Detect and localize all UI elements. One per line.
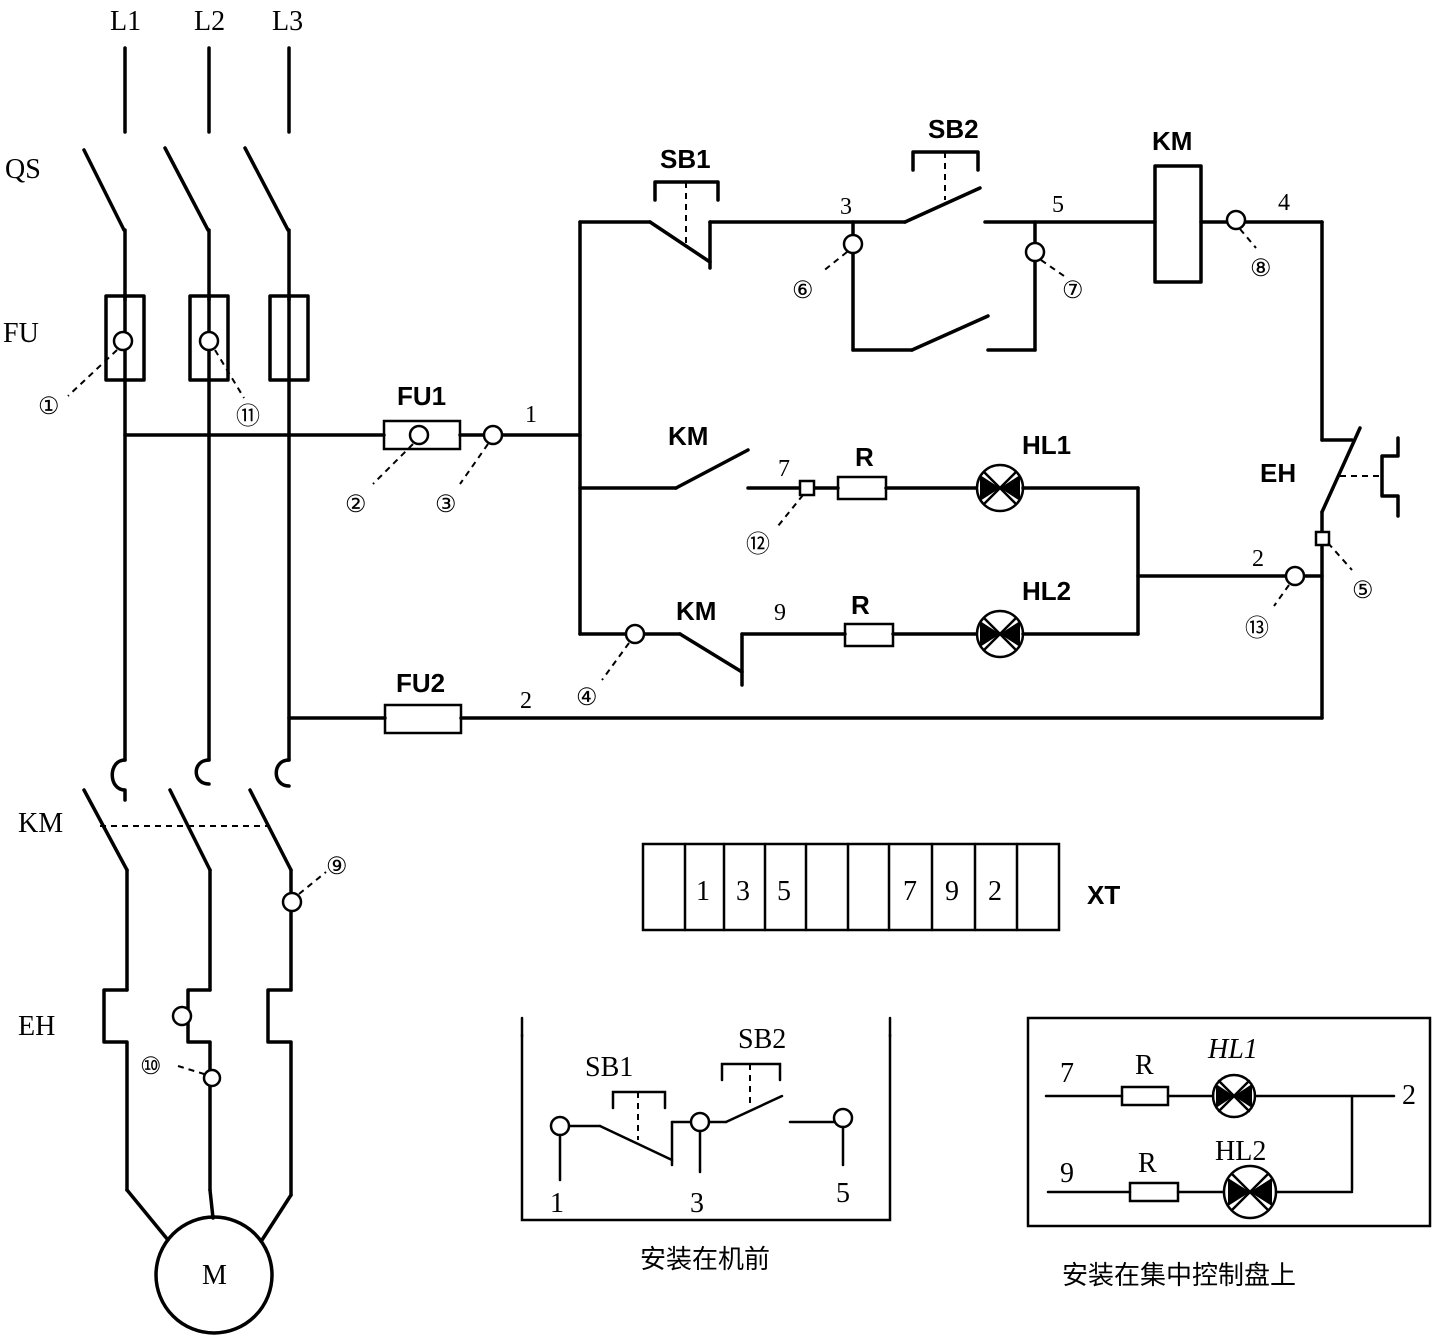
qs-blade-1 — [82, 148, 126, 232]
xt-cell-6: 7 — [903, 876, 917, 907]
fault-markers: ① ⑪ ② ③ ④ ⑤ ⑥ ⑦ ⑧ ⑨ ⑩ ⑫ — [38, 209, 1374, 1088]
km-hold-contact — [910, 314, 990, 352]
eh-control-label: EH — [1260, 458, 1296, 488]
km-no-aux-label: KM — [668, 421, 708, 451]
xt-cell-8: 2 — [988, 876, 1002, 907]
fault-marker-6: ⑥ — [792, 278, 814, 304]
panel-front-caption: 安装在机前 — [640, 1245, 770, 1275]
km-main-hook-2 — [194, 758, 211, 786]
panel-central-lamp-hl2 — [1222, 1164, 1278, 1220]
km-main-blade-3 — [248, 788, 293, 872]
km-coil-label: KM — [1152, 126, 1192, 156]
sb1-label: SB1 — [660, 144, 711, 174]
km-nc-aux-contact — [678, 632, 744, 674]
panel-central: 7 R HL1 2 9 R HL2 安装在集中控制盘上 — [1026, 1016, 1432, 1291]
km-main-hook-1 — [110, 758, 127, 802]
qs-blade-2 — [163, 146, 210, 232]
km-nc-aux-label: KM — [676, 596, 716, 626]
wire-number-9: 9 — [774, 600, 786, 626]
panel-front-terminal-5: 5 — [836, 1178, 850, 1209]
r1-label: R — [855, 442, 874, 472]
wire-number-1: 1 — [525, 402, 537, 428]
terminal-strip-xt: 1 3 5 7 9 2 XT — [641, 842, 1120, 932]
main-circuit: L1 L2 L3 QS FU KM — [3, 6, 310, 1335]
resistor-r1 — [836, 475, 888, 501]
eh-main-label: EH — [18, 1011, 55, 1042]
wire-number-3: 3 — [840, 194, 852, 220]
motor — [154, 1215, 274, 1335]
wire-number-2a: 2 — [1252, 546, 1264, 572]
xt-label: XT — [1087, 880, 1120, 910]
fault-marker-12: ⑫ — [746, 531, 770, 558]
xt-cell-3: 5 — [777, 876, 791, 907]
sb2-label: SB2 — [928, 114, 979, 144]
qs-blade-3 — [243, 146, 290, 232]
xt-cell-7: 9 — [945, 876, 959, 907]
wire-number-7: 7 — [778, 456, 790, 482]
panel-front-terminal-1: 1 — [550, 1188, 564, 1219]
wire-number-4: 4 — [1278, 190, 1290, 216]
xt-cell-2: 3 — [736, 876, 750, 907]
panel-central-r1-label: R — [1135, 1050, 1154, 1081]
fuse-fu2 — [383, 703, 463, 735]
fu1-label: FU1 — [397, 381, 446, 411]
line-l2-label: L2 — [194, 6, 225, 37]
fault-marker-5: ⑤ — [1352, 578, 1374, 604]
km-main-blade-2 — [168, 788, 212, 872]
wire-number-5: 5 — [1052, 192, 1064, 218]
km-coil — [1153, 164, 1203, 284]
panel-central-lamp-hl1 — [1211, 1073, 1257, 1119]
panel-central-hl1-label: HL1 — [1207, 1034, 1258, 1065]
lamp-hl2 — [975, 609, 1025, 659]
panel-central-r2-label: R — [1138, 1148, 1157, 1179]
km-main-blade-1 — [82, 788, 129, 872]
fault-marker-7: ⑦ — [1062, 278, 1084, 304]
line-l1-label: L1 — [110, 6, 141, 37]
xt-cell-1: 1 — [696, 876, 710, 907]
sb1-contact — [648, 220, 712, 264]
panel-front-terminal-3: 3 — [690, 1188, 704, 1219]
sb2-contact — [903, 186, 982, 224]
fault-marker-1: ① — [38, 394, 60, 420]
eh-element-2 — [186, 988, 212, 1192]
fu-label: FU — [3, 318, 39, 349]
r2-label: R — [851, 590, 870, 620]
eh-element-1 — [102, 988, 129, 1192]
panel-central-terminal-7: 7 — [1060, 1058, 1074, 1089]
line-l3-label: L3 — [272, 6, 303, 37]
panel-front: SB1 SB2 1 3 5 安装在机前 — [520, 1016, 892, 1275]
fault-marker-8: ⑧ — [1250, 256, 1272, 282]
motor-label: M — [202, 1260, 227, 1291]
fault-marker-10: ⑩ — [140, 1054, 162, 1080]
fault-marker-9: ⑨ — [326, 854, 348, 880]
eh-thermal-symbol — [1380, 436, 1400, 518]
fault-marker-2: ② — [345, 492, 367, 518]
km-no-aux-contact — [674, 448, 750, 490]
qs-label: QS — [5, 154, 41, 185]
eh-element-3 — [266, 988, 293, 1197]
fault-marker-4: ④ — [576, 685, 598, 711]
km-main-label: KM — [18, 808, 63, 839]
fu2-label: FU2 — [396, 668, 445, 698]
fault-marker-13: ⑬ — [1245, 615, 1269, 642]
control-circuit: FU1 1 SB1 3 SB2 5 KM 4 — [123, 114, 1400, 735]
panel-front-sb1-label: SB1 — [585, 1052, 633, 1083]
panel-central-terminal-2: 2 — [1402, 1080, 1416, 1111]
panel-central-terminal-9: 9 — [1060, 1158, 1074, 1189]
hl2-label: HL2 — [1022, 576, 1071, 606]
resistor-r2 — [843, 622, 895, 648]
fault-marker-11: ⑪ — [236, 403, 260, 430]
panel-front-sb2-label: SB2 — [738, 1024, 786, 1055]
fault-marker-3: ③ — [435, 492, 457, 518]
lamp-hl1 — [975, 463, 1025, 513]
panel-central-hl2-label: HL2 — [1215, 1136, 1266, 1167]
eh-nc-contact — [1320, 426, 1362, 514]
km-main-hook-3 — [274, 758, 291, 788]
hl1-label: HL1 — [1022, 430, 1071, 460]
panel-central-caption: 安装在集中控制盘上 — [1062, 1261, 1296, 1291]
wire-number-2b: 2 — [520, 688, 532, 714]
